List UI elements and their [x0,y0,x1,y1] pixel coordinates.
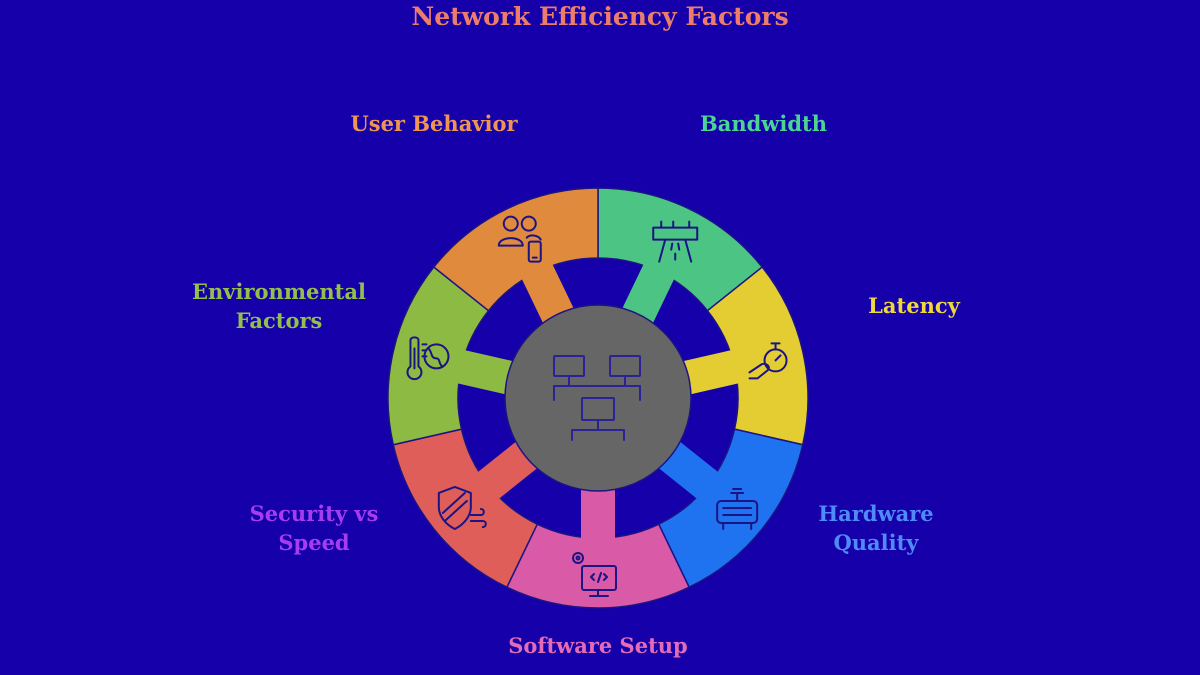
label-hardware-quality: Hardware Quality [818,501,934,555]
label-environmental-factors: Environmental Factors [192,279,366,333]
label-user-behavior: User Behavior [350,111,518,136]
label-software-setup: Software Setup [508,633,688,658]
page-title: Network Efficiency Factors [411,2,789,31]
router-icon [716,487,759,530]
connector-latency [675,349,743,397]
network-computers-icon [553,355,641,441]
connector-environmental-factors [453,349,521,397]
highway-icon [652,220,699,263]
shield-speed-icon [437,485,487,530]
label-latency: Latency [868,293,960,318]
label-bandwidth: Bandwidth [700,111,828,136]
segment-icons [406,215,788,597]
users-phone-icon [497,215,542,263]
stopwatch-icon [748,342,788,380]
label-security-vs-speed: Security vs Speed [249,501,379,555]
thermometer-globe-icon [406,336,450,381]
segment-user-behavior [432,187,599,312]
code-monitor-icon [572,552,617,597]
